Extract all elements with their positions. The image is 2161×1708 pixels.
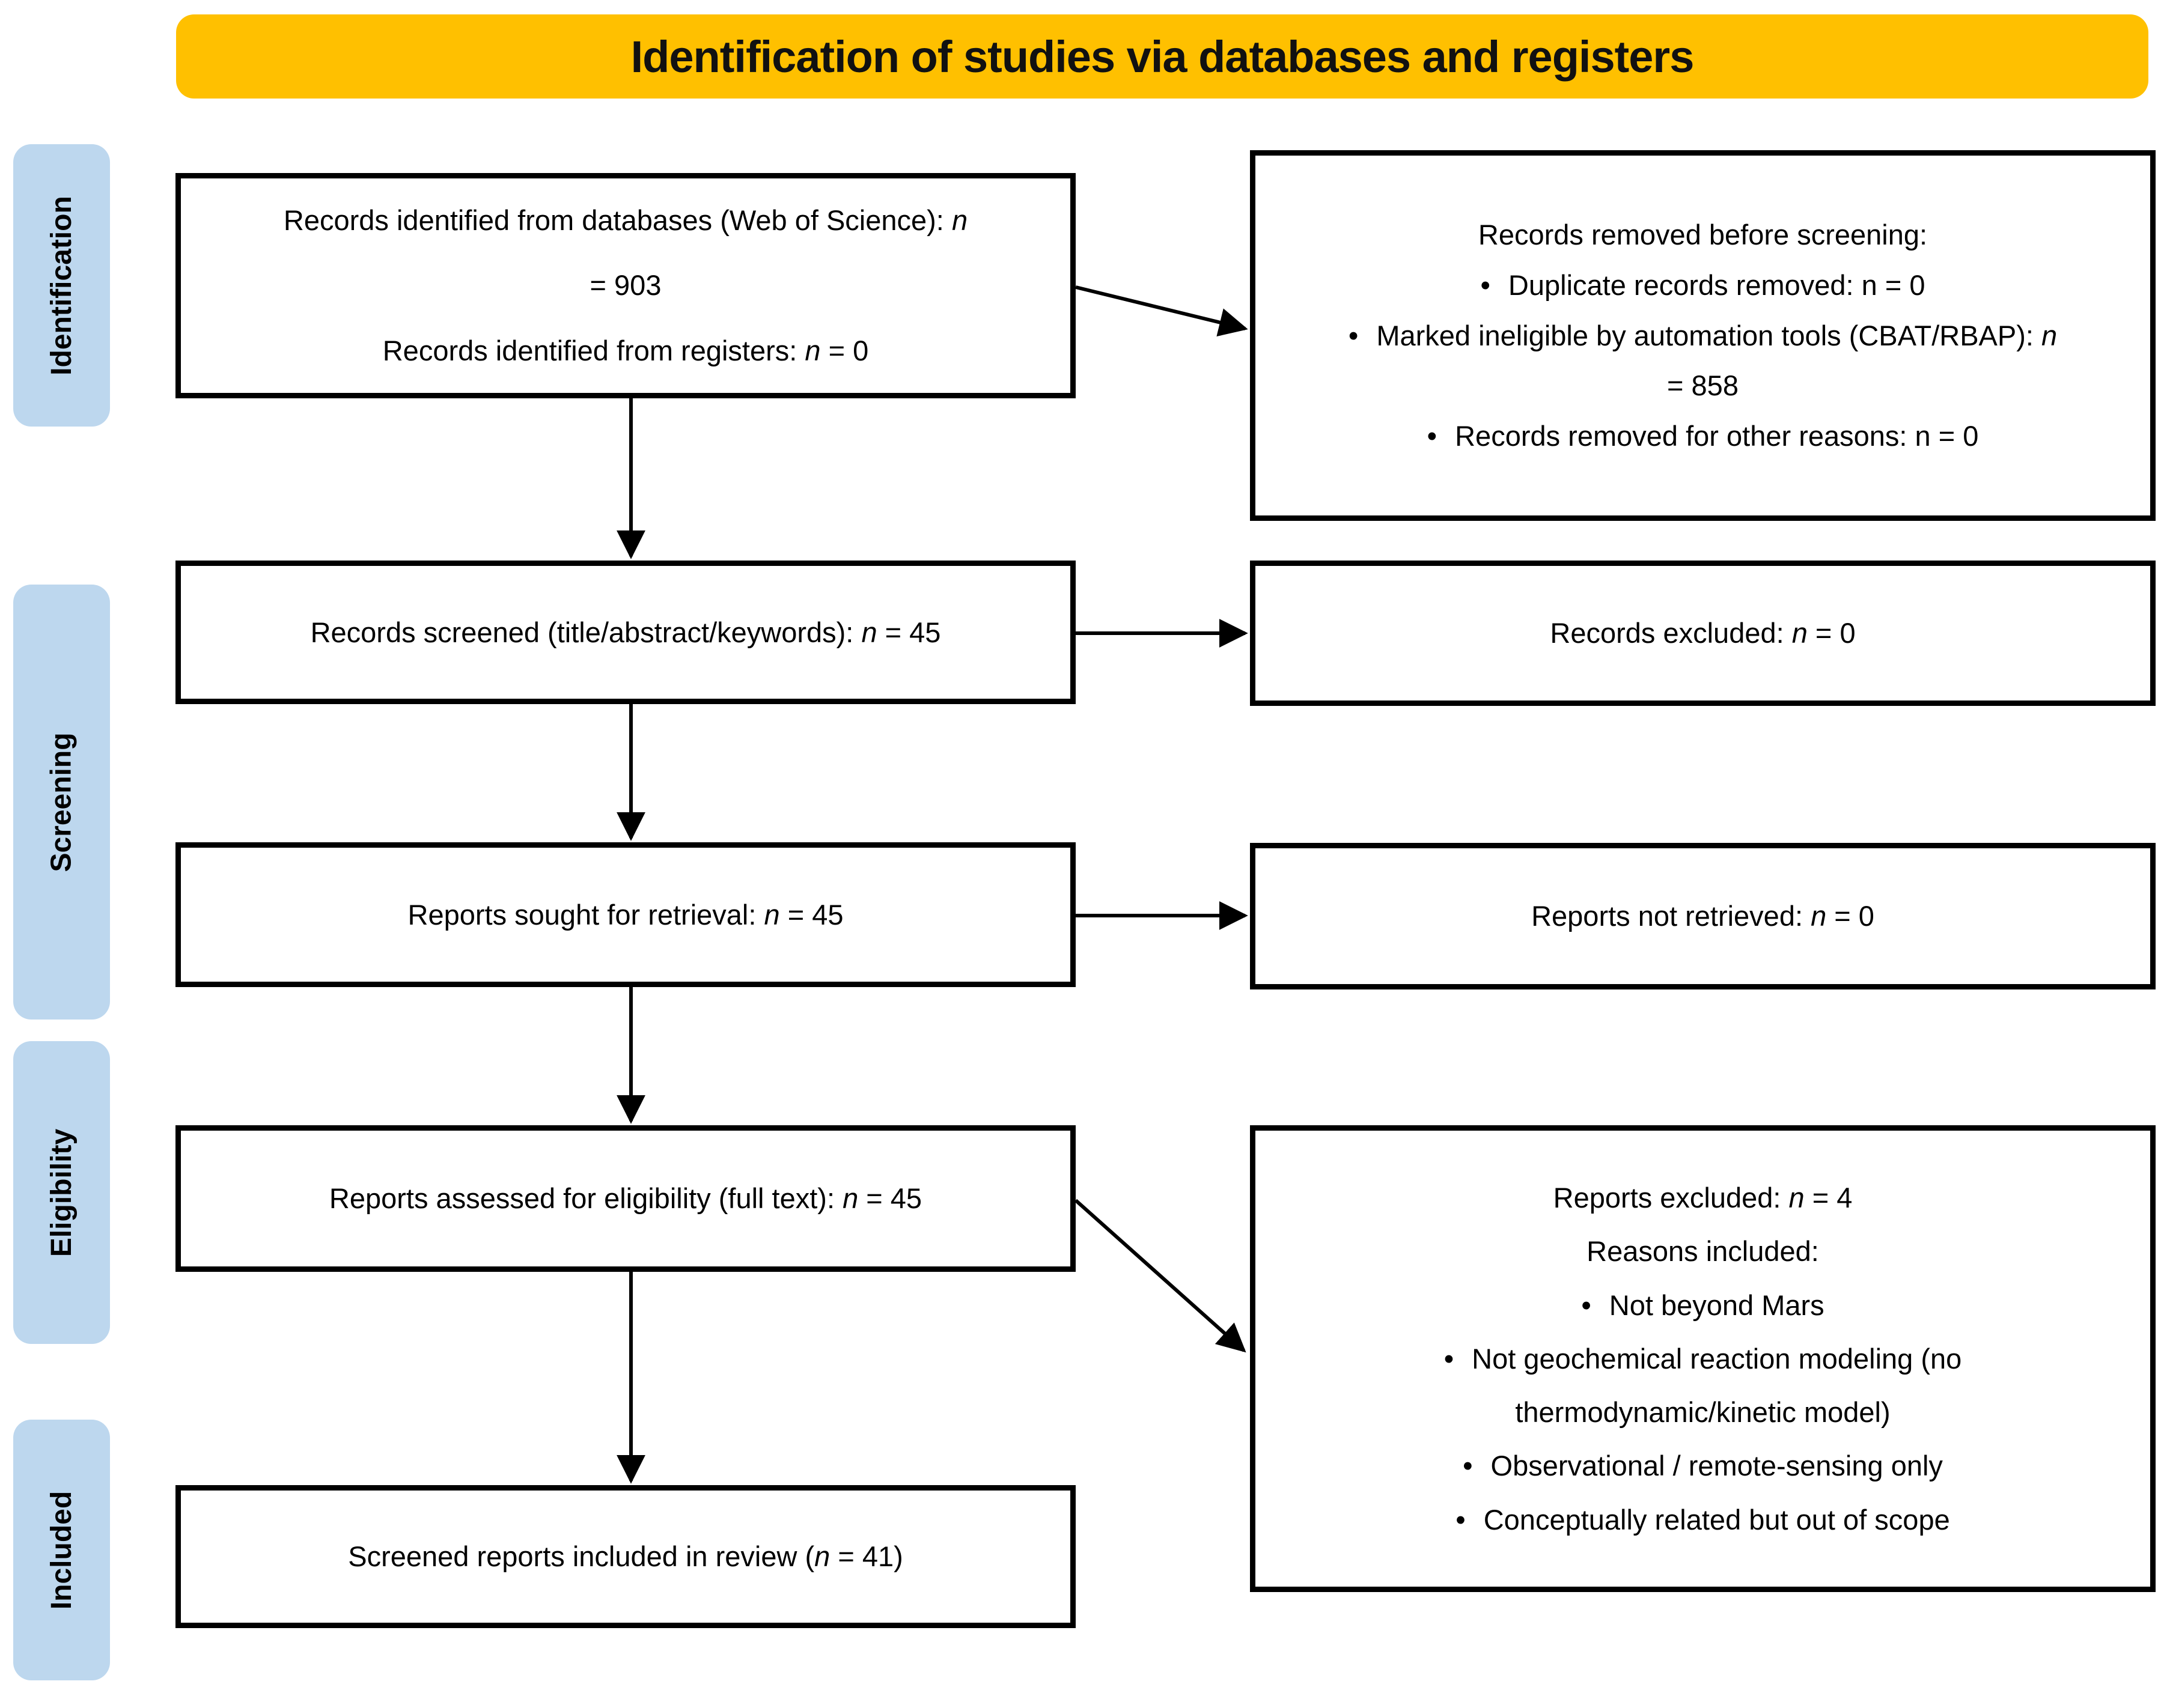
reports-assessed-line: Reports assessed for eligibility (full t…: [329, 1182, 922, 1215]
bullet-line-duplicates: • Duplicate records removed: n = 0: [1349, 260, 2058, 311]
box-reports-excluded: Reports excluded: n = 4 Reasons included…: [1250, 1125, 2156, 1592]
stage-screening: Screening: [13, 585, 110, 1020]
automation-tools-text: Marked ineligible by automation tools (C…: [1376, 319, 2058, 402]
box-records-identified: Records identified from databases (Web o…: [175, 173, 1076, 398]
bullet-icon: •: [1348, 319, 1359, 351]
arrow-assessed-to-reports-excluded: [1074, 1199, 1246, 1353]
box-reports-assessed: Reports assessed for eligibility (full t…: [175, 1125, 1076, 1272]
included-in-review-line: Screened reports included in review (n =…: [348, 1540, 903, 1573]
out-of-scope-text: Conceptually related but out of scope: [1483, 1503, 1950, 1536]
stage-included-label: Included: [46, 1491, 78, 1609]
bullet-line-observational: • Observational / remote-sensing only: [1349, 1439, 2058, 1492]
box-reports-sought: Reports sought for retrieval: n = 45: [175, 842, 1076, 987]
bullet-line-out-of-scope: • Conceptually related but out of scope: [1349, 1493, 2058, 1546]
box-reports-not-retrieved: Reports not retrieved: n = 0: [1250, 843, 2156, 989]
records-excluded-line: Records excluded: n = 0: [1550, 617, 1856, 649]
box-records-screened: Records screened (title/abstract/keyword…: [175, 561, 1076, 704]
records-identified-databases-line: Records identified from databases (Web o…: [283, 204, 968, 302]
stage-identification-label: Identification: [46, 195, 78, 375]
bullet-icon: •: [1455, 1503, 1466, 1536]
bullet-icon: •: [1443, 1342, 1454, 1375]
page-title: Identification of studies via databases …: [630, 31, 1695, 82]
box-included-in-review: Screened reports included in review (n =…: [175, 1485, 1076, 1628]
box-records-excluded: Records excluded: n = 0: [1250, 561, 2156, 706]
observational-text: Observational / remote-sensing only: [1490, 1450, 1943, 1482]
arrow-identified-to-removed: [1075, 285, 1248, 337]
duplicates-removed-text: Duplicate records removed: n = 0: [1508, 269, 1925, 302]
bullet-icon: •: [1463, 1450, 1473, 1482]
bullet-line-automation: • Marked ineligible by automation tools (…: [1349, 311, 2058, 411]
bullet-line-not-beyond-mars: • Not beyond Mars: [1349, 1278, 2058, 1332]
reasons-included-heading: Reasons included:: [1586, 1235, 1819, 1268]
not-geochemical-text: Not geochemical reaction modeling (no th…: [1472, 1342, 1962, 1429]
bullet-line-not-geochemical: • Not geochemical reaction modeling (no t…: [1349, 1332, 2058, 1439]
stage-screening-label: Screening: [46, 732, 78, 872]
stage-identification: Identification: [13, 144, 110, 427]
bullet-icon: •: [1581, 1289, 1591, 1321]
removed-before-screening-heading: Records removed before screening:: [1478, 219, 1928, 251]
stage-included: Included: [13, 1420, 110, 1680]
records-screened-line: Records screened (title/abstract/keyword…: [310, 616, 941, 648]
reports-excluded-heading: Reports excluded: n = 4: [1553, 1181, 1853, 1214]
title-banner: Identification of studies via databases …: [176, 14, 2148, 99]
other-reasons-text: Records removed for other reasons: n = 0: [1455, 419, 1979, 452]
not-beyond-mars-text: Not beyond Mars: [1609, 1289, 1824, 1321]
bullet-line-other-reasons: • Records removed for other reasons: n = …: [1349, 411, 2058, 461]
bullet-icon: •: [1480, 269, 1490, 302]
box-records-removed-before-screening: Records removed before screening: • Dupli…: [1250, 150, 2156, 521]
reports-not-retrieved-line: Reports not retrieved: n = 0: [1531, 900, 1874, 932]
stage-eligibility: Eligibility: [13, 1041, 110, 1344]
records-identified-registers-line: Records identified from registers: n = 0: [382, 334, 869, 366]
stage-eligibility-label: Eligibility: [46, 1128, 78, 1257]
bullet-icon: •: [1427, 419, 1437, 452]
reports-sought-line: Reports sought for retrieval: n = 45: [407, 898, 844, 931]
